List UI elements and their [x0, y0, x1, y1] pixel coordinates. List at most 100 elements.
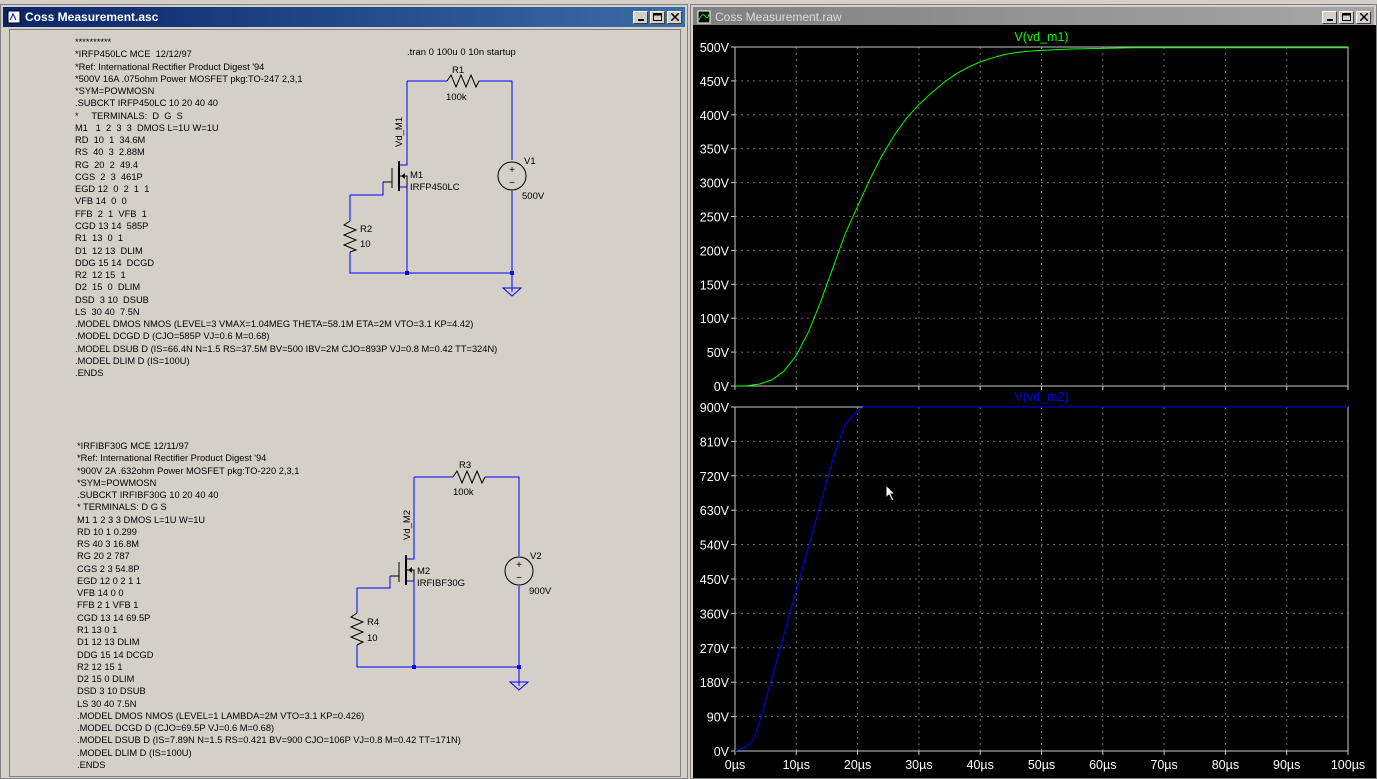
netlist-line: *IRFP450LC MCE 12/12/97	[75, 49, 192, 60]
netlist-line: .ENDS	[77, 759, 106, 770]
r3-label[interactable]: R3	[459, 460, 471, 471]
r1-value[interactable]: 100k	[446, 92, 467, 103]
v2-source[interactable]: + −	[504, 556, 534, 586]
schematic-window[interactable]: Coss Measurement.asc ********** *IRFP450L…	[0, 4, 688, 779]
maximize-icon	[1342, 13, 1351, 21]
m2-label[interactable]: M2	[417, 566, 430, 577]
maximize-icon	[653, 13, 662, 21]
netlist-line: .MODEL DMOS NMOS (LEVEL=3 VMAX=1.04MEG T…	[75, 319, 474, 330]
netlist-line: .MODEL DSUB D (IS=7.89N N=1.5 RS=0.421 B…	[77, 735, 461, 746]
m1-mosfet[interactable]	[383, 153, 408, 198]
y-tick-label: 450V	[700, 75, 730, 89]
r4-label[interactable]: R4	[367, 617, 379, 628]
trace-title: V(vd_m2)	[1014, 390, 1068, 404]
m2-model[interactable]: IRFIBF30G	[417, 578, 465, 589]
trace-title: V(vd_m1)	[1014, 30, 1068, 44]
v1-source[interactable]: + −	[497, 161, 527, 191]
r3-value[interactable]: 100k	[453, 487, 474, 498]
plot-titlebar[interactable]: Coss Measurement.raw	[693, 7, 1374, 27]
junction-dot	[510, 271, 514, 275]
minimize-button[interactable]	[1322, 10, 1337, 24]
maximize-button[interactable]	[650, 10, 665, 24]
junction-dot	[405, 271, 409, 275]
netlist-line: DSD 3 10 DSUB	[77, 686, 146, 697]
netlist-line: **********	[75, 37, 112, 47]
netlist-line: DDG 15 14 DCGD	[75, 257, 155, 268]
tran-directive[interactable]: .tran 0 100u 0 10n startup	[407, 47, 516, 58]
y-tick-label: 300V	[700, 177, 730, 191]
close-button[interactable]	[1356, 10, 1371, 24]
minimize-icon	[1326, 19, 1333, 21]
netlist-line: RS 40 3 16.8M	[77, 539, 140, 550]
r2-resistor[interactable]	[342, 220, 358, 253]
y-tick-label: 400V	[700, 109, 730, 123]
schematic-canvas[interactable]: ********** *IRFP450LC MCE 12/12/97*Ref: I…	[9, 29, 681, 777]
netlist-line: .MODEL DSUB D (IS=66.4N N=1.5 RS=37.5M B…	[75, 343, 498, 354]
netlist-line: .MODEL DLIM D (IS=100U)	[77, 747, 192, 758]
netlist-line: * TERMINALS: D G S	[77, 502, 167, 513]
netlist-line: .ENDS	[75, 368, 104, 379]
y-tick-label: 630V	[700, 504, 730, 518]
netlist-line: .MODEL DCGD D (CJO=69.5P VJ=0.6 M=0.68)	[77, 723, 275, 734]
m2-mosfet[interactable]	[390, 548, 415, 592]
waveform-file-icon	[697, 10, 711, 24]
y-tick-label: 720V	[700, 470, 730, 484]
vd-m2-label[interactable]: Vd_M2	[402, 510, 413, 540]
netlist-line: RD 10 1 0.299	[77, 526, 137, 537]
y-tick-label: 450V	[700, 573, 730, 587]
y-tick-label: 0V	[714, 380, 730, 394]
netlist-line: VFB 14 0 0	[75, 196, 127, 207]
circuit-2-wires	[356, 476, 520, 686]
r3-resistor[interactable]	[452, 469, 486, 485]
netlist-line: *Ref: International Rectifier Product Di…	[75, 61, 265, 72]
netlist-line: *900V 2A .632ohm Power MOSFET pkg:TO-220…	[77, 465, 300, 476]
plot-window-title: Coss Measurement.raw	[715, 10, 842, 24]
y-tick-label: 90V	[707, 711, 730, 725]
r1-resistor[interactable]	[446, 73, 480, 89]
netlist-line: RG 20 2 49.4	[75, 159, 139, 170]
v2-value[interactable]: 900V	[529, 586, 552, 597]
minimize-button[interactable]	[633, 10, 648, 24]
r4-resistor[interactable]	[349, 612, 365, 646]
y-tick-label: 350V	[700, 143, 730, 157]
y-tick-label: 270V	[700, 642, 730, 656]
netlist-line: * TERMINALS: D G S	[75, 110, 183, 121]
v1-label[interactable]: V1	[524, 156, 536, 167]
v2-label[interactable]: V2	[530, 551, 542, 562]
maximize-button[interactable]	[1339, 10, 1354, 24]
vd-m1-label[interactable]: Vd_M1	[394, 117, 405, 147]
r4-value[interactable]: 10	[367, 633, 378, 644]
netlist-line: *SYM=POWMOSN	[75, 86, 155, 97]
x-tick-label: 70µs	[1150, 758, 1177, 772]
netlist-line: .MODEL DCGD D (CJO=585P VJ=0.6 M=0.68)	[75, 331, 270, 342]
schematic-window-title: Coss Measurement.asc	[25, 10, 159, 24]
circuit-1: + − R1 100k Vd_M1 M1 IRFP450LC V1 500V R…	[342, 65, 545, 297]
ground-symbol-2	[508, 681, 530, 691]
x-tick-label: 20µs	[844, 758, 871, 772]
netlist-line: M1 1 2 3 3 DMOS L=1U W=1U	[77, 514, 206, 525]
y-tick-label: 500V	[700, 41, 730, 55]
netlist-line: LS 30 40 7.5N	[75, 306, 140, 317]
m1-model[interactable]: IRFP450LC	[410, 182, 460, 193]
x-tick-label: 80µs	[1212, 758, 1239, 772]
r1-label[interactable]: R1	[452, 65, 464, 76]
netlist-line: CGD 13 14 585P	[75, 220, 149, 231]
netlist-line: .MODEL DMOS NMOS (LEVEL=1 LAMBDA=2M VTO=…	[77, 710, 365, 721]
close-button[interactable]	[667, 10, 682, 24]
schematic-titlebar[interactable]: Coss Measurement.asc	[3, 7, 685, 27]
v1-value[interactable]: 500V	[522, 191, 545, 202]
netlist-line: RD 10 1 34.6M	[75, 135, 146, 146]
netlist-line: M1 1 2 3 3 DMOS L=1U W=1U	[75, 122, 219, 133]
netlist-line: *SYM=POWMOSN	[77, 477, 157, 488]
r2-label[interactable]: R2	[360, 224, 372, 235]
netlist-line: CGD 13 14 69.5P	[77, 612, 151, 623]
r2-value[interactable]: 10	[360, 239, 371, 250]
m1-label[interactable]: M1	[410, 170, 423, 181]
x-tick-label: 100µs	[1331, 758, 1365, 772]
minimize-icon	[637, 19, 644, 21]
schematic-file-icon	[7, 10, 21, 24]
waveform-plot[interactable]: 0V50V100V150V200V250V300V350V400V450V500…	[693, 25, 1376, 778]
y-tick-label: 180V	[700, 676, 730, 690]
